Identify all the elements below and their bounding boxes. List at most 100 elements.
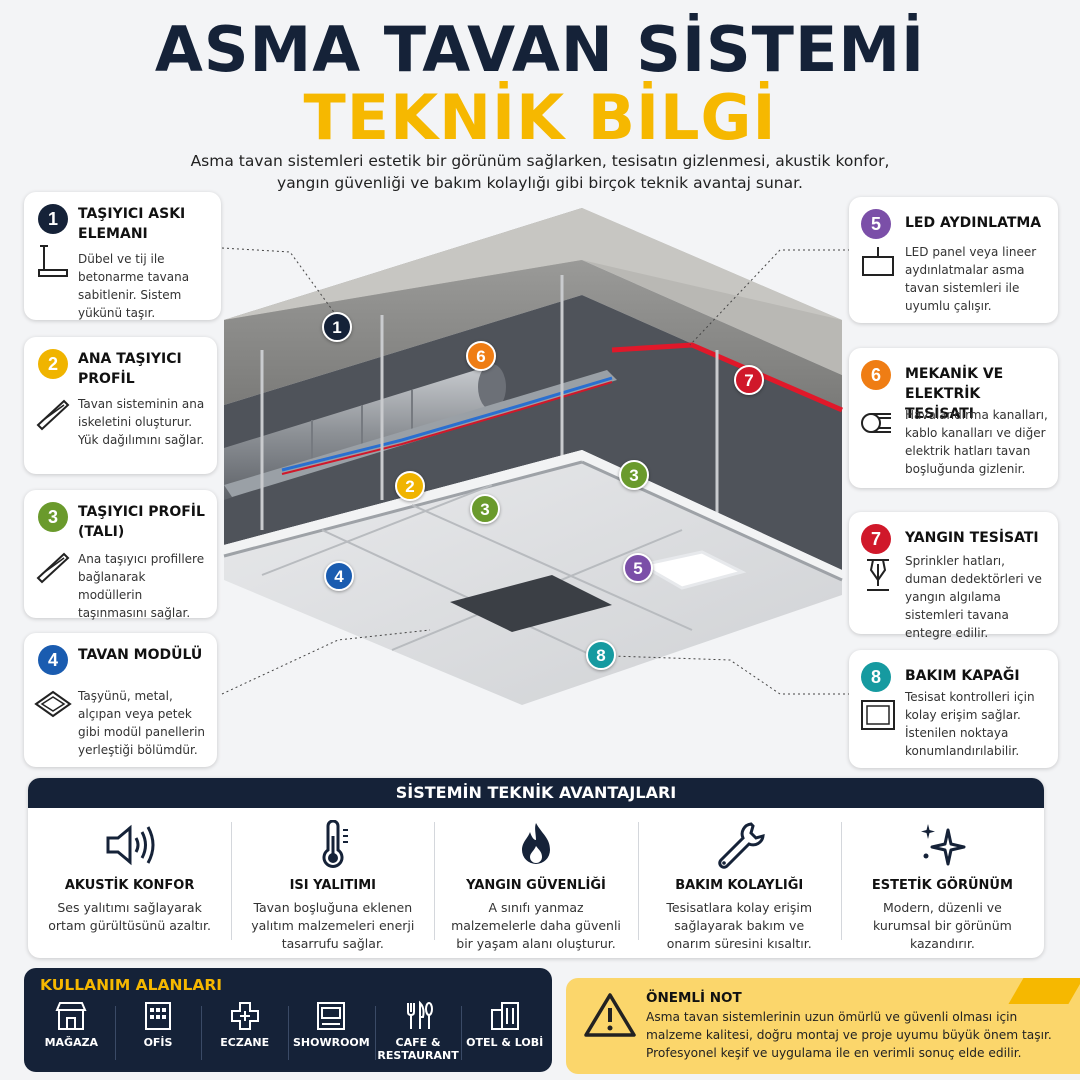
component-number: 5 — [861, 209, 891, 239]
store-icon — [55, 1002, 87, 1030]
warning-icon — [584, 993, 636, 1037]
sparkle-icon — [921, 824, 966, 866]
usage-item-pharmacy: ECZANE — [201, 1000, 288, 1066]
component-card-6: 6 MEKANİK VE ELEKTRİK TESİSATI Havalandı… — [849, 348, 1058, 488]
illustration-badge-6: 6 — [466, 341, 496, 371]
pharmacy-icon — [230, 1002, 259, 1030]
advantage-description: Tavan boşluğuna eklenen yalıtım malzemel… — [251, 900, 415, 951]
component-description: Dübel ve tij ile betonarme tavana sabitl… — [78, 252, 190, 320]
advantages-heading: SİSTEMİN TEKNİK AVANTAJLARI — [28, 778, 1044, 808]
component-description: Tavan sisteminin ana iskeletini oluşturu… — [78, 397, 205, 447]
component-card-1: 1 TAŞIYICI ASKI ELEMANI Dübel ve tij ile… — [24, 192, 221, 320]
duct-icon — [861, 413, 891, 433]
component-description: Sprinkler hatları, duman dedektörleri ve… — [905, 554, 1042, 640]
advantage-title: ESTETİK GÖRÜNÜM — [871, 878, 1013, 893]
illustration-badge-8: 8 — [586, 640, 616, 670]
usage-item-hotel: OTEL & LOBİ — [461, 1000, 548, 1066]
component-title: TAŞIYICI PROFİL (TALI) — [78, 504, 205, 540]
advantage-item: ISI YALITIMI Tavan boşluğuna eklenen yal… — [231, 808, 434, 958]
component-description: Taşyünü, metal, alçıpan veya petek gibi … — [78, 689, 206, 757]
ceiling-tile-icon — [34, 690, 72, 718]
component-card-4: 4 TAVAN MODÜLÜ Taşyünü, metal, alçıpan v… — [24, 633, 217, 767]
led-panel — [637, 550, 747, 590]
showroom-icon — [317, 1002, 346, 1030]
component-description: Tesisat kontrolleri için kolay erişim sa… — [905, 690, 1035, 758]
illustration-badge-5: 5 — [623, 553, 653, 583]
advantage-title: BAKIM KOLAYLIĞI — [675, 878, 804, 893]
component-number: 6 — [861, 360, 891, 390]
component-title: TAVAN MODÜLÜ — [78, 647, 203, 663]
illustration-badge-4: 4 — [324, 561, 354, 591]
illustration-badge-1: 1 — [322, 312, 352, 342]
page-subtitle: TEKNİK BİLGİ — [303, 81, 777, 154]
component-title: TAŞIYICI ASKI ELEMANI — [78, 206, 186, 242]
component-number: 1 — [38, 204, 68, 234]
advantage-item: ESTETİK GÖRÜNÜM Modern, düzenli ve kurum… — [840, 808, 1044, 958]
component-card-8: 8 BAKIM KAPAĞI Tesisat kontrolleri için … — [849, 650, 1058, 768]
main-profile-icon — [36, 399, 70, 431]
advantage-title: ISI YALITIMI — [289, 878, 376, 893]
ceiling-illustration — [223, 208, 843, 705]
component-title: ANA TAŞIYICI PROFİL — [78, 351, 182, 387]
advantage-item: YANGIN GÜVENLİĞİ A sınıfı yanmaz malzeme… — [434, 808, 637, 958]
advantage-description: Modern, düzenli ve kurumsal bir görünüm … — [873, 900, 1012, 951]
component-title: BAKIM KAPAĞI — [905, 668, 1020, 684]
usage-label: OFİS — [143, 1036, 173, 1049]
led-panel-icon — [862, 247, 894, 276]
advantages-panel: SİSTEMİN TEKNİK AVANTAJLARI AKUSTİK KONF… — [28, 778, 1044, 958]
cutlery-icon — [407, 1000, 434, 1029]
advantage-item: BAKIM KOLAYLIĞI Tesisatlara kolay erişim… — [637, 808, 841, 958]
component-description: LED panel veya lineer aydınlatmalar asma… — [905, 245, 1037, 313]
flame-icon — [522, 823, 550, 864]
wrench-icon — [718, 822, 765, 869]
thermometer-icon — [322, 820, 348, 868]
usage-item-cafe: CAFE & RESTAURANT — [374, 1000, 462, 1066]
component-card-3: 3 TAŞIYICI PROFİL (TALI) Ana taşıyıcı pr… — [24, 490, 217, 620]
component-title: MEKANİK VE ELEKTRİK TESİSATI — [905, 366, 1004, 422]
component-description: Havalandırma kanalları, kablo kanalları … — [905, 408, 1048, 476]
usage-heading: KULLANIM ALANLARI — [40, 976, 223, 994]
usage-item-office: OFİS — [114, 1000, 202, 1066]
important-note-panel: ÖNEMLİ NOT Asma tavan sistemlerinin uzun… — [566, 978, 1080, 1074]
cross-profile-icon — [36, 552, 70, 584]
component-card-5: 5 LED AYDINLATMA LED panel veya lineer a… — [849, 197, 1058, 323]
component-number: 7 — [861, 524, 891, 554]
component-card-2: 2 ANA TAŞIYICI PROFİL Tavan sisteminin a… — [24, 337, 217, 474]
hanger-rod-icon — [38, 245, 68, 277]
speaker-icon — [106, 824, 155, 866]
component-card-7: 7 YANGIN TESİSATI Sprinkler hatları, dum… — [849, 512, 1058, 640]
usage-item-showroom: SHOWROOM — [288, 1000, 375, 1066]
advantage-title: YANGIN GÜVENLİĞİ — [466, 878, 606, 893]
usage-label: SHOWROOM — [292, 1036, 370, 1049]
advantage-description: Tesisatlara kolay erişim sağlayarak bakı… — [666, 900, 812, 951]
illustration-badge-2: 2 — [395, 471, 425, 501]
usage-label: ECZANE — [220, 1036, 270, 1049]
advantage-title: AKUSTİK KONFOR — [64, 878, 195, 893]
component-title: LED AYDINLATMA — [905, 215, 1042, 231]
component-number: 3 — [38, 502, 68, 532]
component-title: YANGIN TESİSATI — [905, 530, 1039, 546]
usage-item-store: MAĞAZA — [28, 1000, 115, 1066]
illustration-badge-7: 7 — [734, 365, 764, 395]
note-text: Asma tavan sistemlerinin uzun ömürlü ve … — [646, 1010, 1052, 1060]
illustration-badge-3a: 3 — [619, 460, 649, 490]
advantage-description: A sınıfı yanmaz malzemelerle daha güvenl… — [451, 900, 621, 951]
access-hatch — [450, 575, 612, 632]
intro-text: Asma tavan sistemleri estetik bir görünü… — [190, 152, 890, 192]
note-title: ÖNEMLİ NOT — [646, 990, 742, 1006]
office-icon — [145, 1002, 171, 1030]
usage-panel: KULLANIM ALANLARI MAĞAZA OFİS — [24, 968, 552, 1072]
sprinkler-icon — [867, 559, 889, 591]
usage-label: CAFE & RESTAURANT — [377, 1036, 459, 1062]
hotel-icon — [490, 1002, 519, 1030]
advantage-description: Ses yalıtımı sağlayarak ortam gürültüsün… — [48, 900, 211, 933]
component-number: 4 — [38, 645, 68, 675]
component-description: Ana taşıyıcı profillere bağlanarak modül… — [78, 552, 205, 620]
usage-label: MAĞAZA — [44, 1036, 99, 1049]
page-title: ASMA TAVAN SİSTEMİ — [154, 13, 926, 86]
usage-label: OTEL & LOBİ — [466, 1036, 544, 1049]
illustration-badge-3b: 3 — [470, 494, 500, 524]
access-hatch-icon — [861, 700, 895, 730]
advantage-item: AKUSTİK KONFOR Ses yalıtımı sağlayarak o… — [28, 808, 231, 958]
